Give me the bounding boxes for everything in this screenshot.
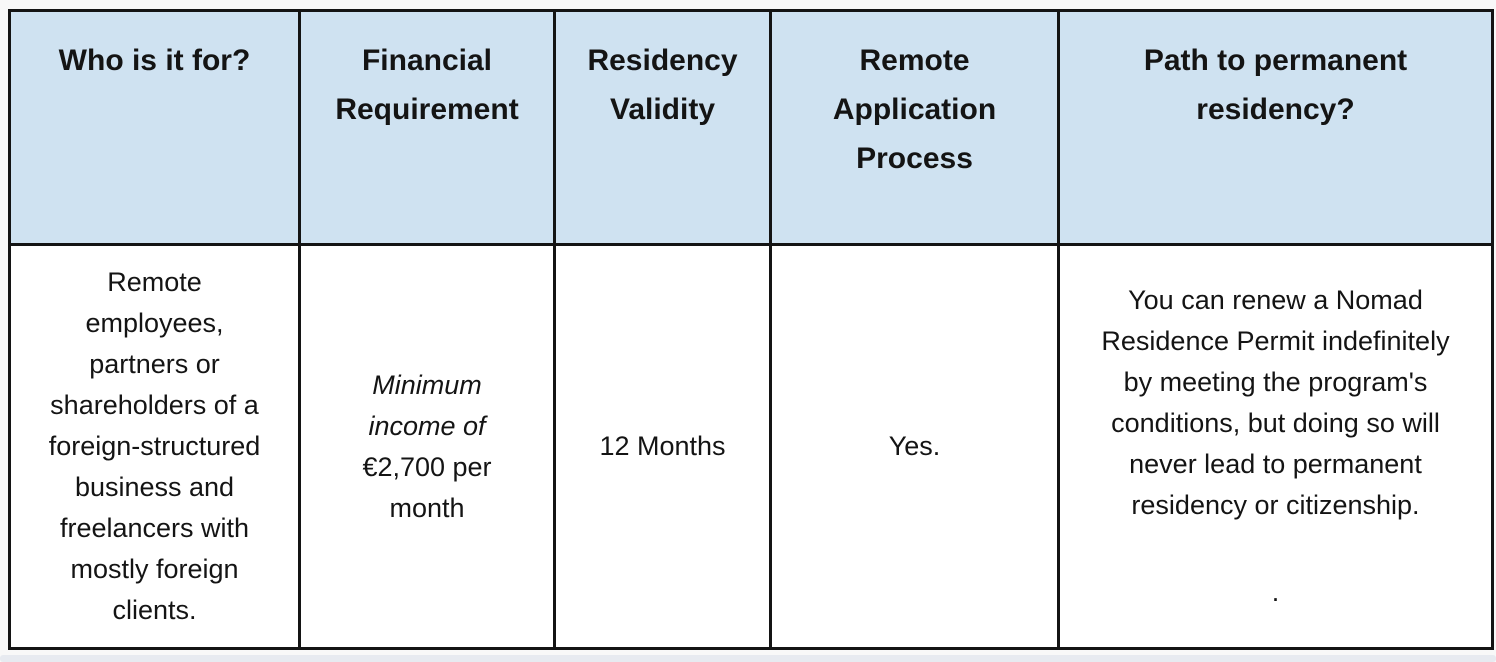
column-header-residency-validity: Residency Validity xyxy=(553,9,772,246)
remote-application-process-text: Yes. xyxy=(888,431,941,461)
column-header-financial-requirement: Financial Requirement xyxy=(298,9,556,246)
bottom-strip xyxy=(0,655,1496,662)
financial-requirement-amount-text: €2,700 per month xyxy=(362,451,492,523)
column-header-who-is-it-for: Who is it for? xyxy=(8,9,301,246)
column-header-remote-application-process: Remote Application Process xyxy=(769,9,1060,246)
financial-requirement-note-text: Minimum income of xyxy=(368,369,486,441)
cell-path-to-permanent-residency: You can renew a Nomad Residence Permit i… xyxy=(1057,243,1494,650)
who-is-it-for-text: Remote employees, partners or shareholde… xyxy=(48,267,261,625)
cell-financial-requirement: Minimum income of €2,700 per month xyxy=(298,243,556,650)
table-row: Remote employees, partners or shareholde… xyxy=(8,243,1494,650)
header-row: Who is it for? Financial Requirement Res… xyxy=(8,9,1494,246)
residency-validity-text: 12 Months xyxy=(599,431,726,461)
cell-remote-application-process: Yes. xyxy=(769,243,1060,650)
cell-residency-validity: 12 Months xyxy=(553,243,772,650)
path-to-permanent-residency-text: You can renew a Nomad Residence Permit i… xyxy=(1101,285,1450,520)
cell-who-is-it-for: Remote employees, partners or shareholde… xyxy=(8,243,301,650)
column-header-path-to-permanent-residency: Path to permanent residency? xyxy=(1057,9,1494,246)
residency-comparison-table: Who is it for? Financial Requirement Res… xyxy=(8,9,1494,650)
path-footnote-dot: . xyxy=(1271,577,1280,607)
